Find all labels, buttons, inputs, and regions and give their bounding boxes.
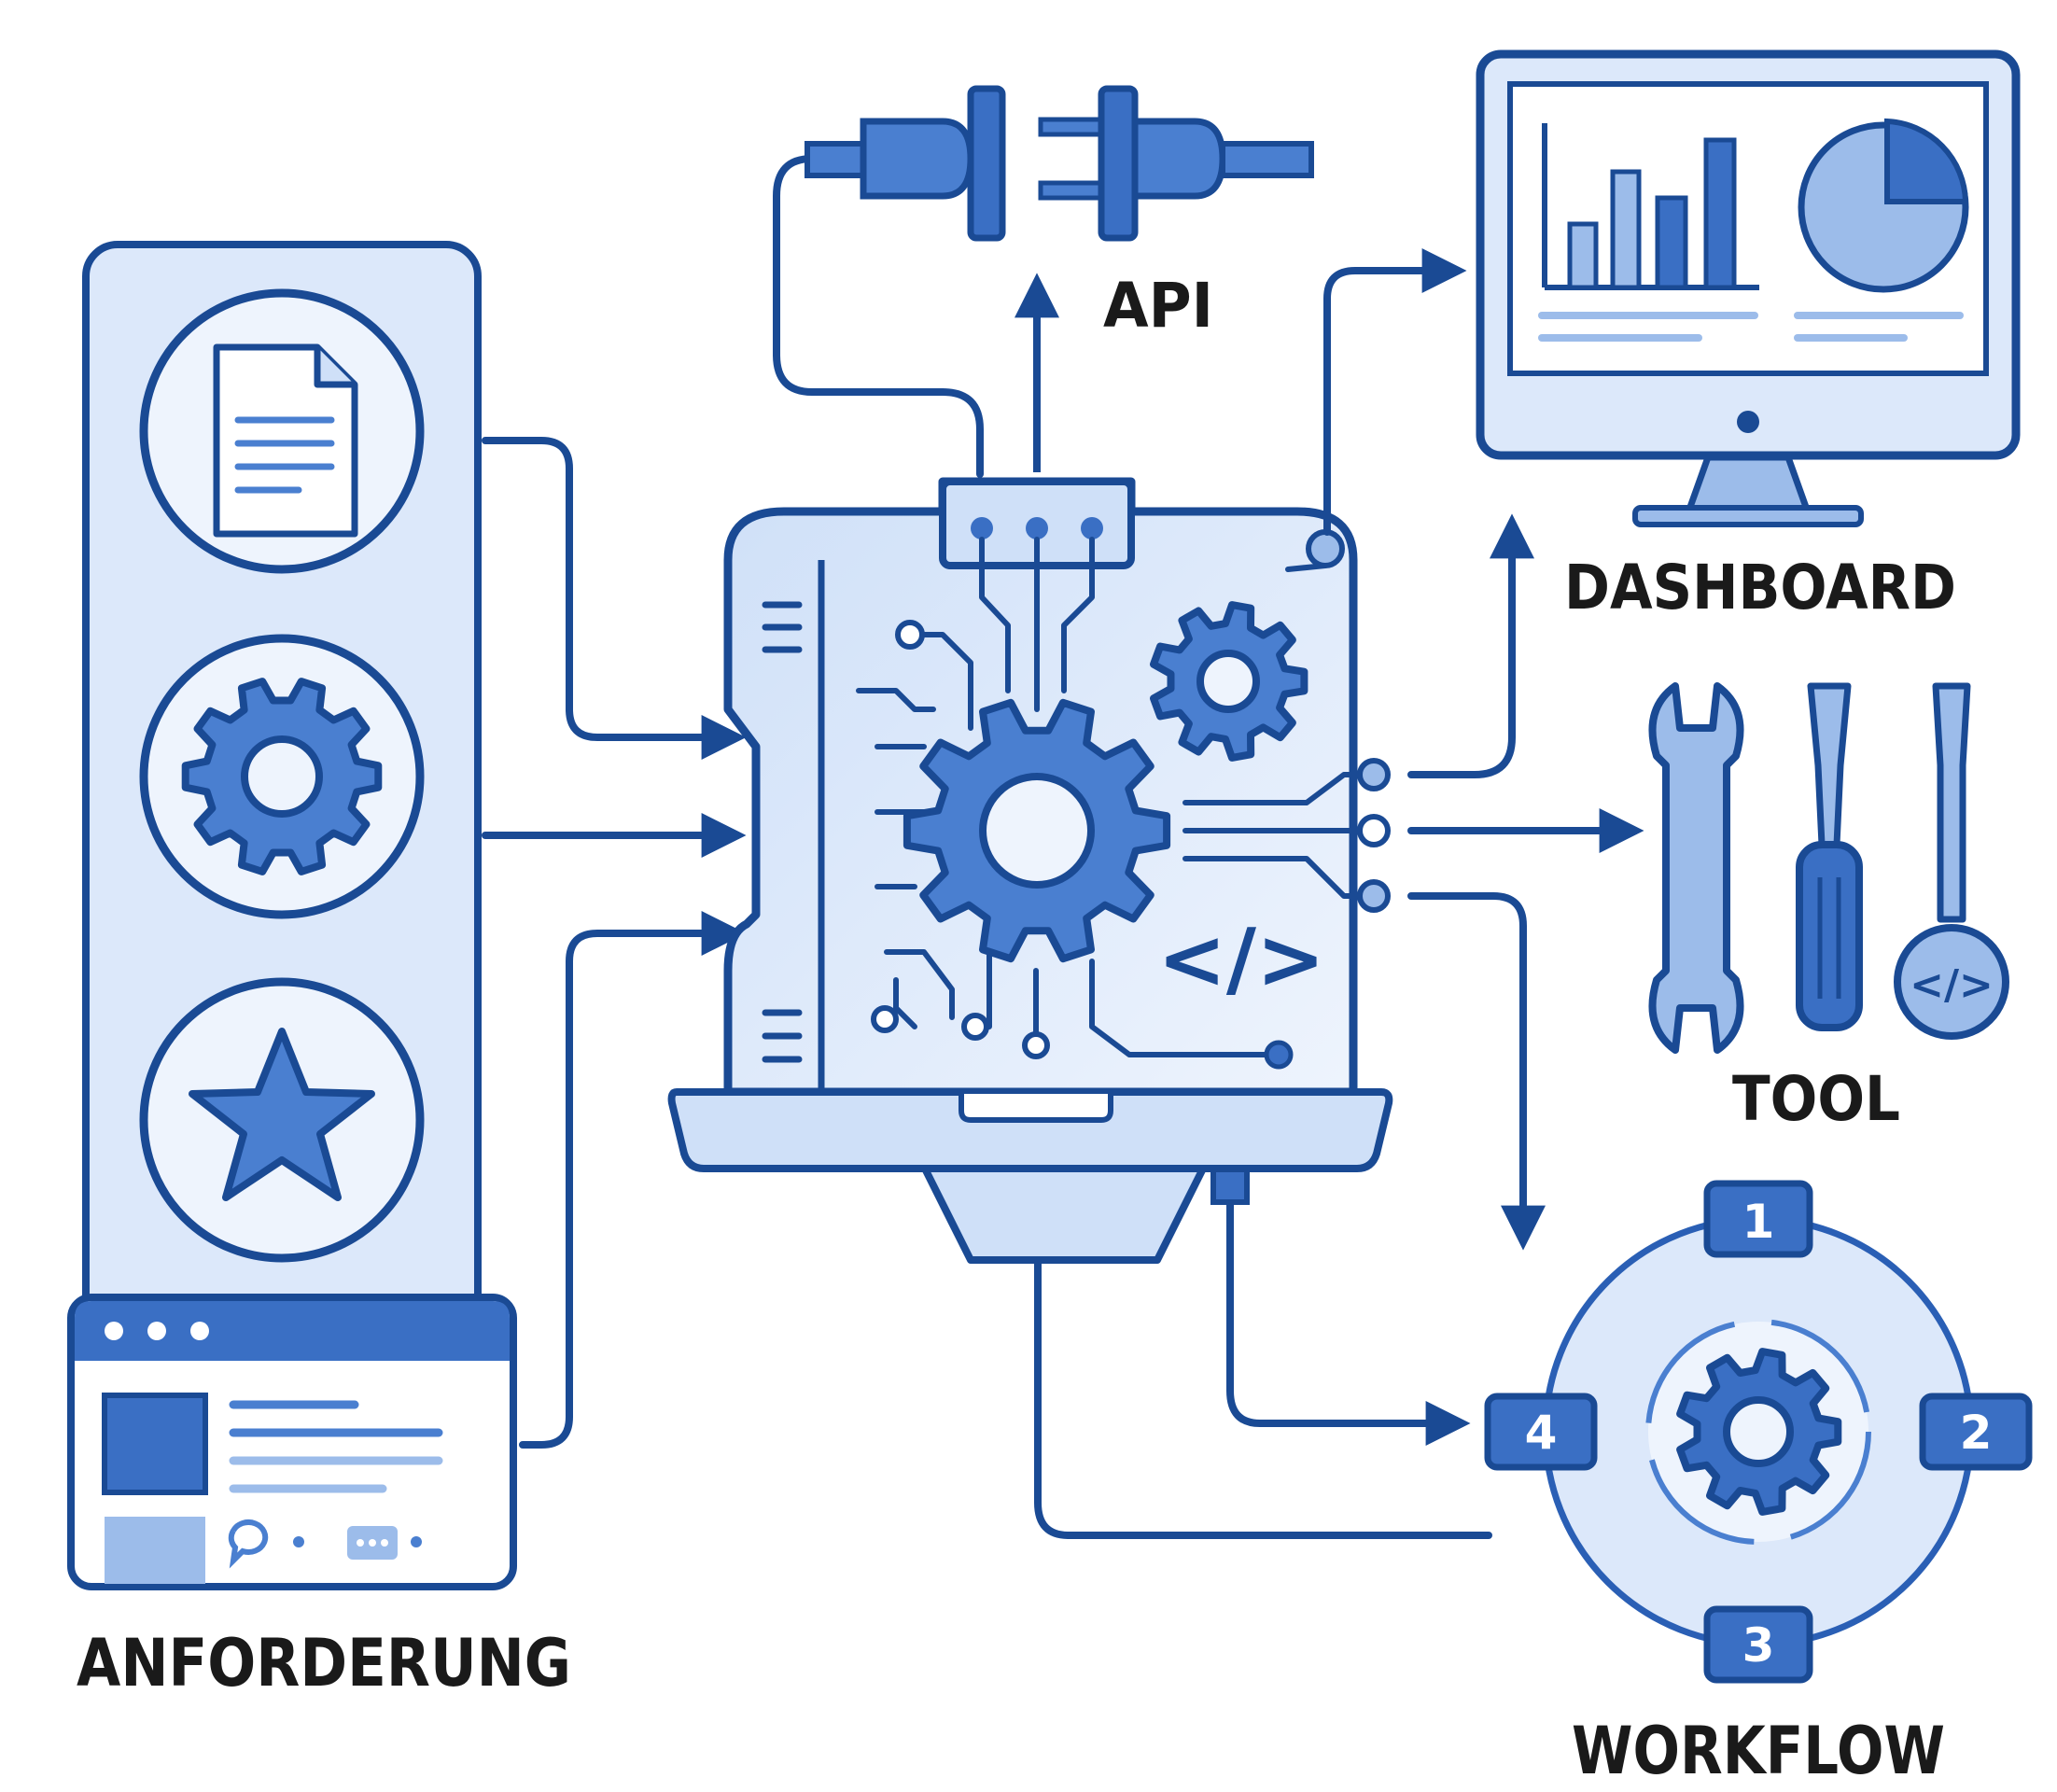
workflow-arrow (1407, 892, 1546, 1251)
screwdriver-icon: </> (1894, 682, 2009, 1040)
svg-text:4: 4 (1525, 1406, 1558, 1460)
workflow-cycle: 1 2 3 4 (1484, 1180, 2033, 1684)
dashboard-label: DASHBOARD (1564, 552, 1956, 623)
laptop-icon: </> (667, 477, 1393, 1264)
browser-window-icon (67, 1294, 517, 1590)
gear-hole (979, 773, 1095, 889)
screwdriver-icon (1796, 682, 1863, 1031)
plug-icon (773, 85, 1314, 478)
input-connectors (482, 437, 747, 1449)
dashboard-arrow (1323, 248, 1467, 536)
gear-icon (139, 634, 425, 919)
svg-text:1: 1 (1742, 1195, 1775, 1249)
input-panel (82, 241, 482, 1331)
code-icon: </> (1910, 961, 1994, 1009)
wrench-icon (1648, 682, 1744, 1054)
anforderung-label: ANFORDERUNG (77, 1625, 571, 1701)
gear-icon (1676, 1348, 1842, 1516)
workflow-step-4: 4 (1484, 1393, 1598, 1471)
monitor-icon (1476, 49, 2021, 527)
gear-hole (241, 735, 323, 818)
api-label: API (1103, 270, 1213, 342)
gear-hole (1196, 650, 1260, 713)
workflow-step-1: 1 (1703, 1180, 1813, 1258)
svg-text:3: 3 (1742, 1618, 1775, 1673)
workflow-label: WORKFLOW (1572, 1713, 1945, 1789)
workflow-step-3: 3 (1703, 1605, 1813, 1684)
code-icon: </> (1157, 911, 1325, 1007)
tool-label: TOOL (1732, 1063, 1900, 1135)
workflow-feed-line (1034, 1258, 1492, 1539)
gear-hole (1723, 1396, 1794, 1467)
svg-text:2: 2 (1960, 1406, 1993, 1460)
gear-icon (903, 698, 1171, 963)
workflow-step4-arrow (1226, 1200, 1471, 1446)
dashboard-upward-arrow (1407, 513, 1534, 778)
document-icon (139, 288, 425, 574)
gear-icon (1150, 601, 1308, 762)
star-icon (139, 977, 425, 1263)
workflow-step-2: 2 (1919, 1393, 2033, 1471)
